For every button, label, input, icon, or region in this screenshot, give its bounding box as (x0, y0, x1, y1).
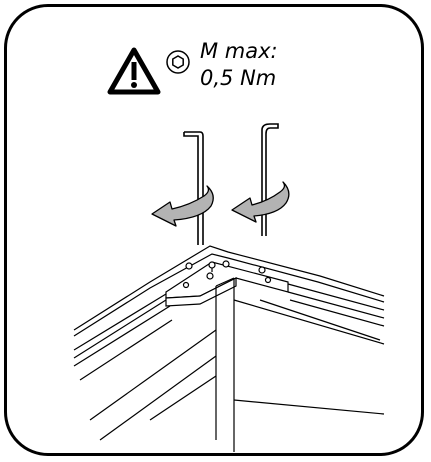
allen-key-right-icon (261, 123, 279, 236)
screw-holes (182, 260, 272, 289)
frame-corner (73, 245, 385, 452)
warning-triangle-icon (107, 47, 161, 95)
torque-label: M max: (200, 39, 278, 63)
illustration-frame (4, 4, 424, 456)
hex-socket-icon (166, 50, 190, 74)
rotation-arrow-left-icon (151, 185, 214, 227)
rotation-arrow-right-icon (231, 181, 290, 223)
torque-value: 0,5 Nm (200, 66, 277, 90)
allen-key-left-icon (183, 131, 204, 245)
torque-specification: M max: 0,5 Nm (200, 38, 330, 92)
